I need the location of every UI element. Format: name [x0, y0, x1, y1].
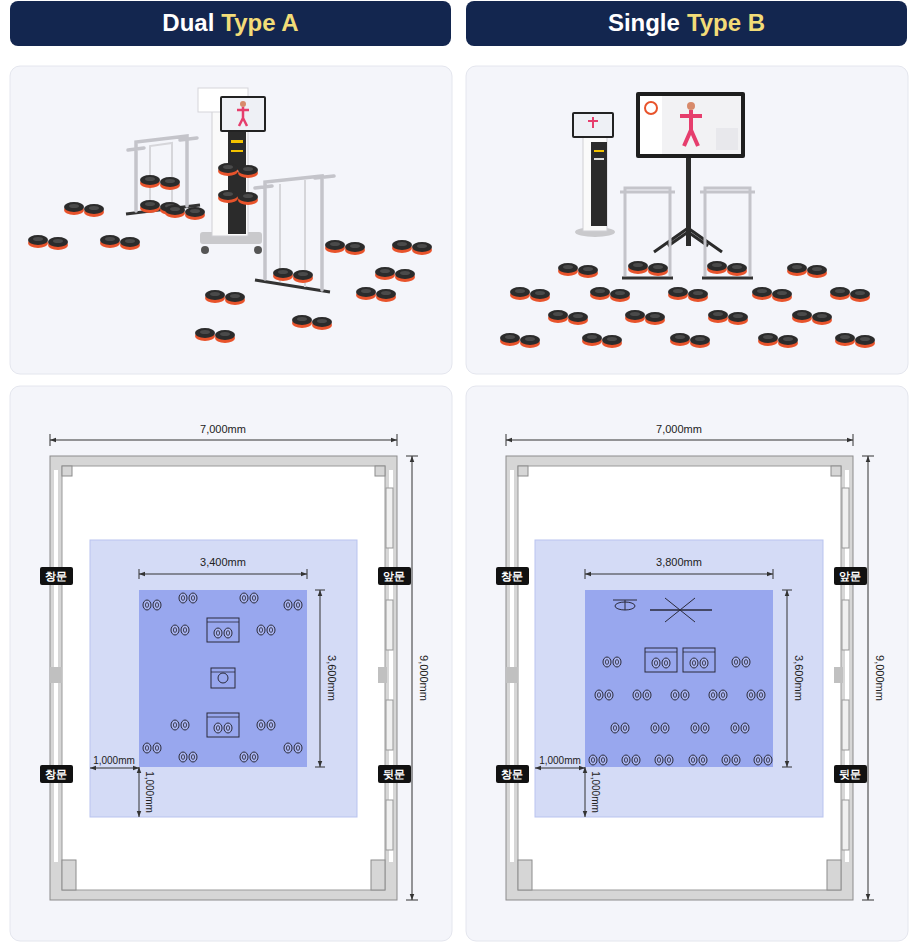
- door-label: 뒷문: [839, 768, 861, 780]
- plan-card: [10, 386, 452, 941]
- footpad-symbols: [589, 598, 772, 765]
- door-tag: 창문: [40, 567, 73, 585]
- door-tag: 뒷문: [834, 765, 867, 783]
- room-plan: [506, 456, 853, 900]
- clearance-zone: [535, 540, 823, 817]
- door-label: 창문: [45, 570, 67, 582]
- banner-text: Type B: [687, 10, 765, 36]
- type-banner: Single Type B: [466, 1, 907, 46]
- dimension-label: 7,000mm: [200, 423, 246, 435]
- door-tag: 앞문: [834, 567, 867, 585]
- door-label: 뒷문: [383, 768, 405, 780]
- dimension-label: 9,000mm: [418, 655, 430, 701]
- door-tag: 앞문: [378, 567, 411, 585]
- footpad-symbols: [143, 593, 302, 762]
- door-tag: 창문: [496, 765, 529, 783]
- dimension-label: 1,000mm: [93, 755, 135, 766]
- door-tag: 창문: [40, 765, 73, 783]
- door-tag: 뒷문: [378, 765, 411, 783]
- dimension-label: 1,000mm: [144, 771, 155, 813]
- dimension-label: 3,800mm: [656, 556, 702, 568]
- equipment-zone: [139, 590, 307, 767]
- equipment-zone: [585, 590, 773, 767]
- dual-setup-photo: [28, 88, 432, 343]
- door-label: 앞문: [383, 570, 405, 582]
- door-label: 앞문: [839, 570, 861, 582]
- dimension-label: 1,000mm: [539, 755, 581, 766]
- dimension-label: 9,000mm: [874, 655, 886, 701]
- plan-card: [466, 386, 908, 941]
- dimension-label: 3,600mm: [793, 655, 805, 701]
- banner-text: Type A: [221, 10, 298, 36]
- room-plan: [50, 456, 397, 900]
- clearance-zone: [90, 540, 357, 817]
- type-banner: Dual Type A: [10, 1, 451, 46]
- photo-card: [10, 66, 452, 374]
- dimension-label: 3,400mm: [200, 556, 246, 568]
- banner-text: Single: [608, 10, 680, 36]
- dimension-label: 3,600mm: [326, 655, 338, 701]
- door-tag: 창문: [496, 567, 529, 585]
- dimension-lines: [506, 434, 874, 900]
- door-label: 창문: [501, 570, 523, 582]
- dimension-lines: [50, 434, 418, 900]
- door-label: 창문: [501, 768, 523, 780]
- dimension-label: 7,000mm: [656, 423, 702, 435]
- dimension-label: 1,000mm: [590, 771, 601, 813]
- single-setup-photo: [500, 92, 875, 348]
- banner-text: Dual: [162, 10, 214, 36]
- photo-card: [466, 66, 908, 374]
- door-label: 창문: [45, 768, 67, 780]
